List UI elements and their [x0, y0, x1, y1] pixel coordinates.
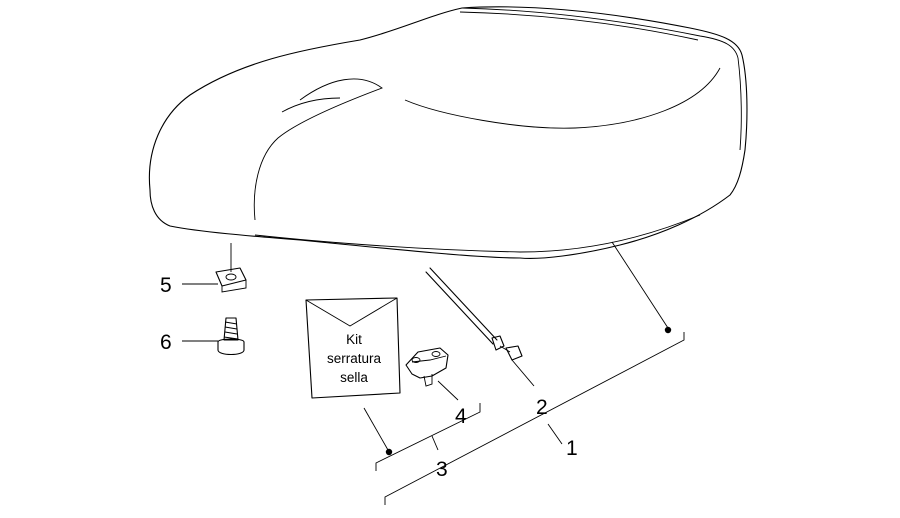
callout-3: 3 [436, 458, 448, 481]
seat-cushion [148, 6, 748, 259]
seat-dot [664, 326, 672, 334]
kit-bag-line1: Kit [346, 332, 362, 347]
kit-bag-dot [385, 448, 393, 456]
lock-bracket [405, 347, 449, 387]
callout-6: 6 [160, 331, 172, 354]
screw [217, 317, 245, 356]
leader-lines [182, 241, 685, 505]
callout-1: 1 [566, 437, 578, 460]
cable-tie [425, 267, 523, 361]
callout-5: 5 [160, 274, 172, 297]
clip-nut [215, 243, 247, 293]
kit-bag-line2: serratura [327, 351, 382, 366]
callouts: 1 2 3 4 5 6 [160, 274, 578, 481]
kit-bag-line3: sella [340, 370, 368, 385]
callout-4: 4 [455, 405, 467, 428]
callout-2: 2 [536, 396, 548, 419]
kit-bag: Kit serratura sella [305, 297, 401, 399]
